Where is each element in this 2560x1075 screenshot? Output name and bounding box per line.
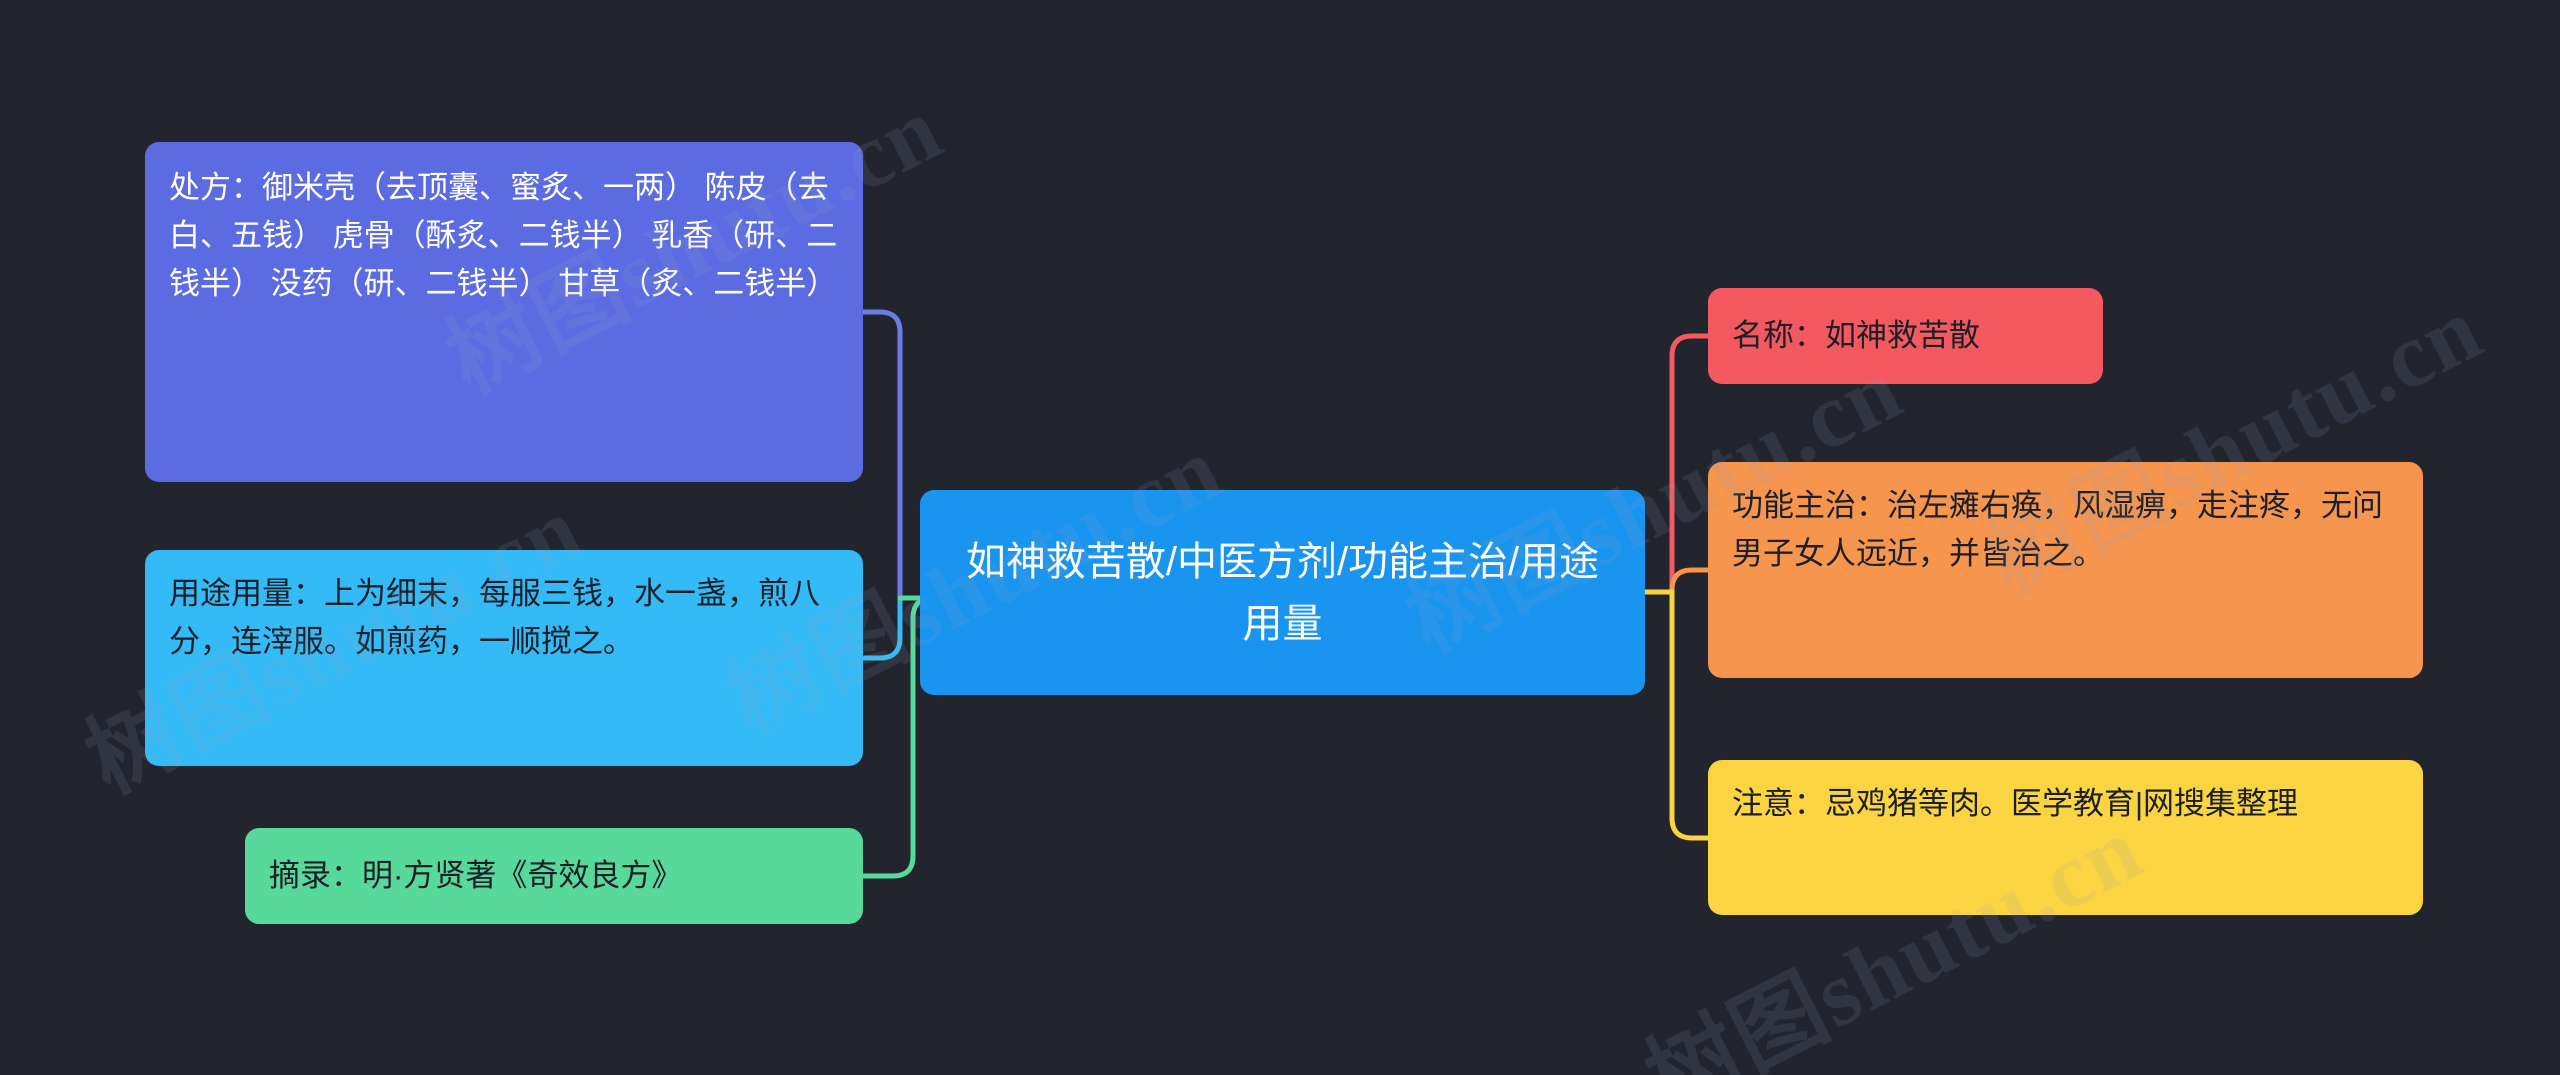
node-source[interactable]: 摘录：明·方贤著《奇效良方》 (245, 828, 863, 924)
node-name[interactable]: 名称：如神救苦散 (1708, 288, 2103, 384)
node-dosage-label: 用途用量：上为细末，每服三钱，水一盏，煎八分，连滓服。如煎药，一顺搅之。 (169, 576, 820, 660)
node-name-label: 名称：如神救苦散 (1732, 317, 1980, 353)
node-dosage[interactable]: 用途用量：上为细末，每服三钱，水一盏，煎八分，连滓服。如煎药，一顺搅之。 (145, 550, 863, 766)
edge-dosage (860, 595, 903, 661)
node-root[interactable]: 如神救苦散/中医方剂/功能主治/用途用量 (920, 490, 1645, 695)
node-indications[interactable]: 功能主治：治左瘫右痪，风湿痹，走注疼，无问男子女人远近，并皆治之。 (1708, 462, 2423, 678)
edge-caution (1642, 589, 1711, 841)
node-prescription[interactable]: 处方：御米壳（去顶囊、蜜炙、一两） 陈皮（去白、五钱） 虎骨（酥炙、二钱半） 乳… (145, 142, 863, 482)
edge-prescription (860, 309, 903, 601)
node-caution[interactable]: 注意：忌鸡猪等肉。医学教育|网搜集整理 (1708, 760, 2423, 915)
edge-indications (1669, 567, 1711, 595)
node-caution-label: 注意：忌鸡猪等肉。医学教育|网搜集整理 (1732, 786, 2299, 821)
node-root-label: 如神救苦散/中医方剂/功能主治/用途用量 (965, 539, 1600, 646)
node-indications-label: 功能主治：治左瘫右痪，风湿痹，走注疼，无问男子女人远近，并皆治之。 (1732, 488, 2383, 572)
node-prescription-label: 处方：御米壳（去顶囊、蜜炙、一两） 陈皮（去白、五钱） 虎骨（酥炙、二钱半） 乳… (169, 170, 838, 302)
edge-name (1669, 333, 1711, 595)
node-source-label: 摘录：明·方贤著《奇效良方》 (269, 857, 683, 893)
